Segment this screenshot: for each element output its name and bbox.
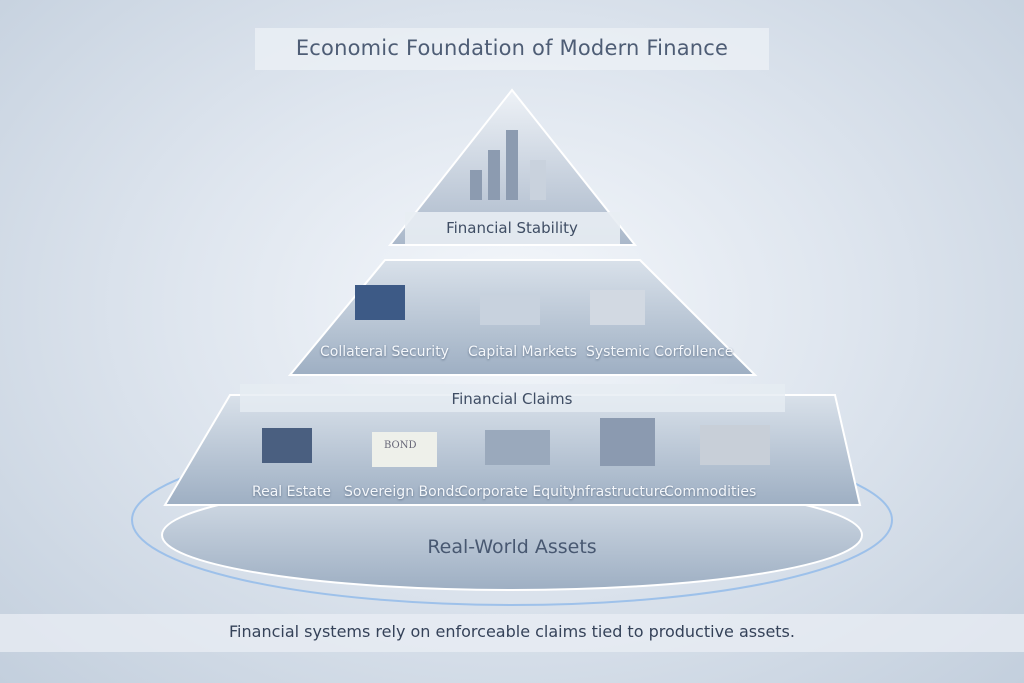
stock-chart-icon (485, 430, 550, 465)
item-label: Infrastructure (572, 484, 668, 500)
coins-chart-icon (470, 130, 546, 200)
item-label: Capital Markets (468, 344, 577, 360)
tier-label-financial-stability: Financial Stability (446, 219, 578, 237)
rising-bars-icon (480, 295, 540, 325)
bond-certificate-icon (372, 432, 437, 467)
item-label: Corporate Equity (458, 484, 577, 500)
monitors-icon (355, 285, 405, 320)
page-title: Economic Foundation of Modern Finance (295, 36, 729, 60)
item-label: Real Estate (252, 484, 331, 500)
barrels-icon (700, 425, 770, 465)
item-label: Commodities (664, 484, 757, 500)
item-label: Collateral Security (320, 344, 449, 360)
stability-band (405, 212, 620, 244)
claims-header-band (240, 384, 785, 412)
item-label: Sovereign Bonds (344, 484, 462, 500)
item-label: Systemic Corfollence (586, 344, 734, 360)
title-band (255, 28, 769, 70)
house-icon (262, 428, 312, 463)
buildings-icon (600, 418, 655, 466)
footer-caption: Financial systems rely on enforceable cl… (229, 622, 795, 641)
base-label: Real-World Assets (427, 536, 597, 558)
tier-label-financial-claims: Financial Claims (451, 390, 573, 408)
bond-text: BOND (384, 440, 417, 451)
bank-shield-icon (590, 290, 645, 325)
footer-band (0, 614, 1024, 652)
